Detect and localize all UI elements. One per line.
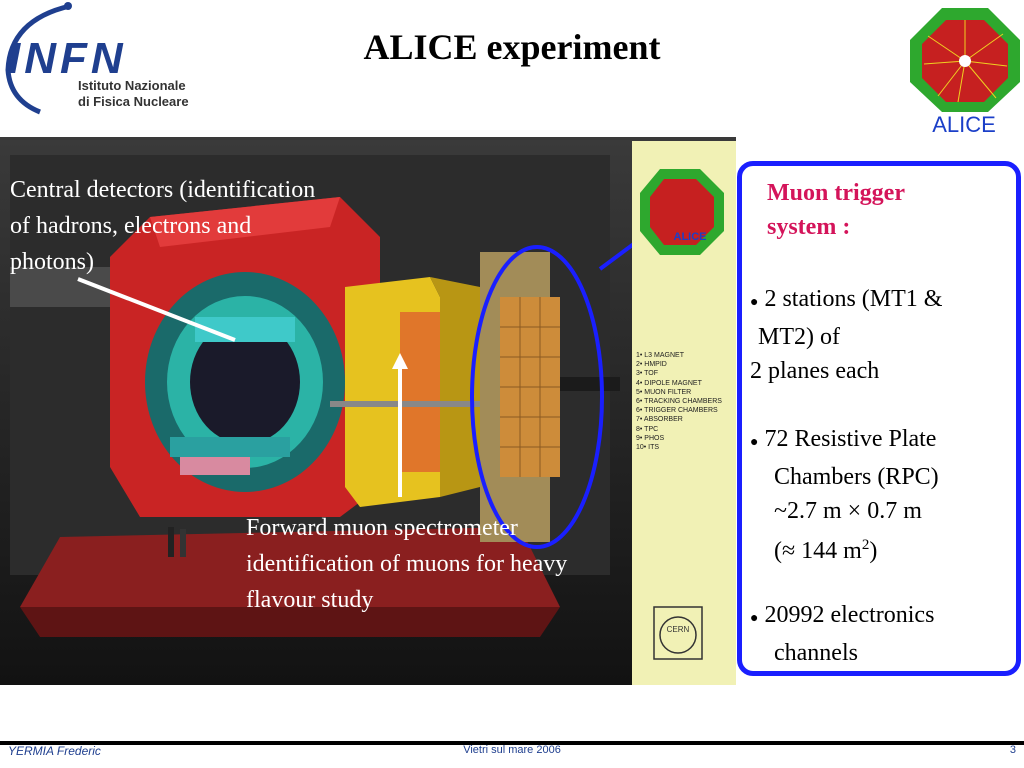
central-detectors-caption: Central detectors (identification of had… [10,177,316,275]
infn-subtitle-line2: di Fisica Nucleare [78,94,189,109]
legend-item: 9• PHOS [636,434,665,442]
alice-detector-drawing [0,137,736,685]
infn-arc-icon [5,2,72,115]
infn-wordmark: INFN [8,34,127,83]
muon-trigger-panel [737,161,1021,676]
detector-legend: 1• L3 MAGNET 2• HMPID 3• TOF 4• DIPOLE M… [636,351,736,452]
bullet-text: (≈ 144 m2) [774,537,878,564]
bullet-rpc: ● 72 Resistive Plate Chambers (RPC) ~2.7… [750,422,1012,568]
legend-item: 10• ITS [636,444,660,452]
legend-item: 5• MUON FILTER [636,388,692,396]
footer-page-number: 3 [1009,744,1016,756]
legend-item: 6• TRACKING CHAMBERS [636,398,722,406]
alice-octagon-icon [910,8,1020,112]
cern-logo-text: CERN [666,625,690,634]
legend-item: 7• ABSORBER [636,416,683,424]
panel-title-line1: Muon trigger [767,180,905,206]
bullet-stations: ● 2 stations (MT1 & MT2) of 2 planes eac… [750,282,1012,388]
legend-item: 6• TRIGGER CHAMBERS [636,407,718,415]
detector-illustration: ALICE 1• L3 MAGNET 2• HMPID 3• TOF 4• DI… [0,137,736,685]
bullet-text: 72 Resistive Plate [764,426,937,452]
bullet-text: 2 stations (MT1 & [764,286,943,312]
bullet-text: 20992 electronics [764,602,935,628]
legend-item: 3• TOF [636,370,659,378]
footer-divider [0,741,1024,745]
bullet-icon: ● [750,295,759,310]
bullet-icon: ● [750,611,759,626]
footer-author: YERMIA Frederic [8,744,101,758]
bullet-icon: ● [750,435,759,450]
infn-subtitle-line1: Istituto Nazionale [78,78,186,93]
footer-date: Vietri sul mare 2006 [463,744,561,756]
forward-spectrometer-caption: Forward muon spectrometer identification… [246,515,568,613]
legend-item: 4• DIPOLE MAGNET [636,379,702,387]
bullet-text: ~2.7 m × 0.7 m [774,498,922,524]
bullet-text: Chambers (RPC) [774,464,939,490]
legend-alice-text: ALICE [673,231,707,243]
alice-logo-text: ALICE [932,112,996,137]
legend-item: 1• L3 MAGNET [636,352,684,359]
panel-title-line2: system : [767,214,851,240]
legend-item: 8• TPC [636,425,659,433]
infn-logo [0,0,190,120]
bullet-text: MT2) of [758,324,840,350]
bullet-text: channels [774,640,858,666]
legend-item: 2• HMPID [636,361,667,369]
alice-logo [908,6,1022,138]
panel-title: Muon trigger system : [767,176,1007,244]
slide-title: ALICE experiment [363,27,661,67]
bullet-text: 2 planes each [750,358,880,384]
bullet-channels: ● 20992 electronics channels [750,598,1012,670]
